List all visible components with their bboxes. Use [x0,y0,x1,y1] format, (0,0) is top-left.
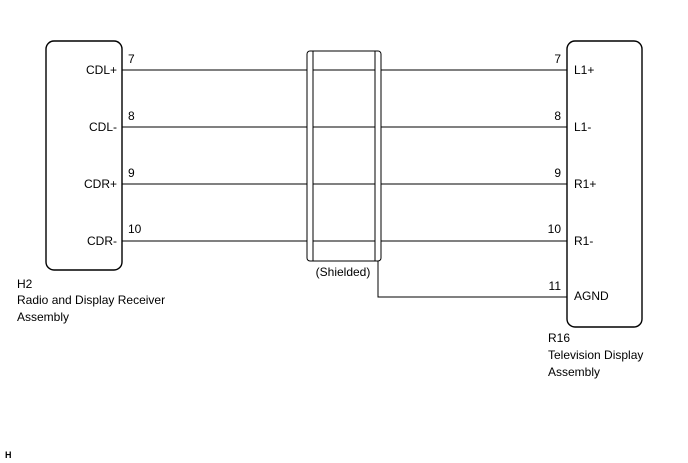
right-connector-code: R16 [548,331,570,345]
left-pin-label: CDL+ [86,63,117,77]
left-connector-name: Radio and Display Receiver [17,293,165,307]
wire-2: CDL- 8 8 L1- [89,109,591,134]
shield-tube [306,50,382,262]
left-pin-label: CDR- [87,234,117,248]
ground-pin-number: 11 [549,279,562,293]
right-pin-label: L1+ [574,63,594,77]
left-connector-box [45,40,123,271]
right-pin-label: L1- [574,120,591,134]
right-pin-number: 7 [554,52,561,66]
left-pin-label: CDR+ [84,177,117,191]
right-pin-label: R1+ [574,177,596,191]
right-pin-number: 10 [548,222,562,236]
ground-wire-line [377,261,567,298]
left-connector-name-line2: Assembly [17,310,69,324]
footer-code: H [5,450,12,460]
right-connector-name: Television Display [548,348,643,362]
shield: (Shielded) [306,50,382,279]
left-pin-number: 10 [128,222,142,236]
ground-pin-label: AGND [574,289,609,303]
left-connector-code: H2 [17,277,33,291]
ground-wire: 11 AGND [377,261,609,303]
left-pin-number: 8 [128,109,135,123]
right-pin-number: 9 [554,166,561,180]
right-pin-label: R1- [574,234,593,248]
left-pin-label: CDL- [89,120,117,134]
right-pin-number: 8 [554,109,561,123]
right-connector-name-line2: Assembly [548,365,600,379]
left-connector-caption: H2 Radio and Display Receiver Assembly [17,277,165,324]
left-pin-number: 7 [128,52,135,66]
right-connector-caption: R16 Television Display Assembly [548,331,643,379]
left-pin-number: 9 [128,166,135,180]
shield-label: (Shielded) [316,265,371,279]
